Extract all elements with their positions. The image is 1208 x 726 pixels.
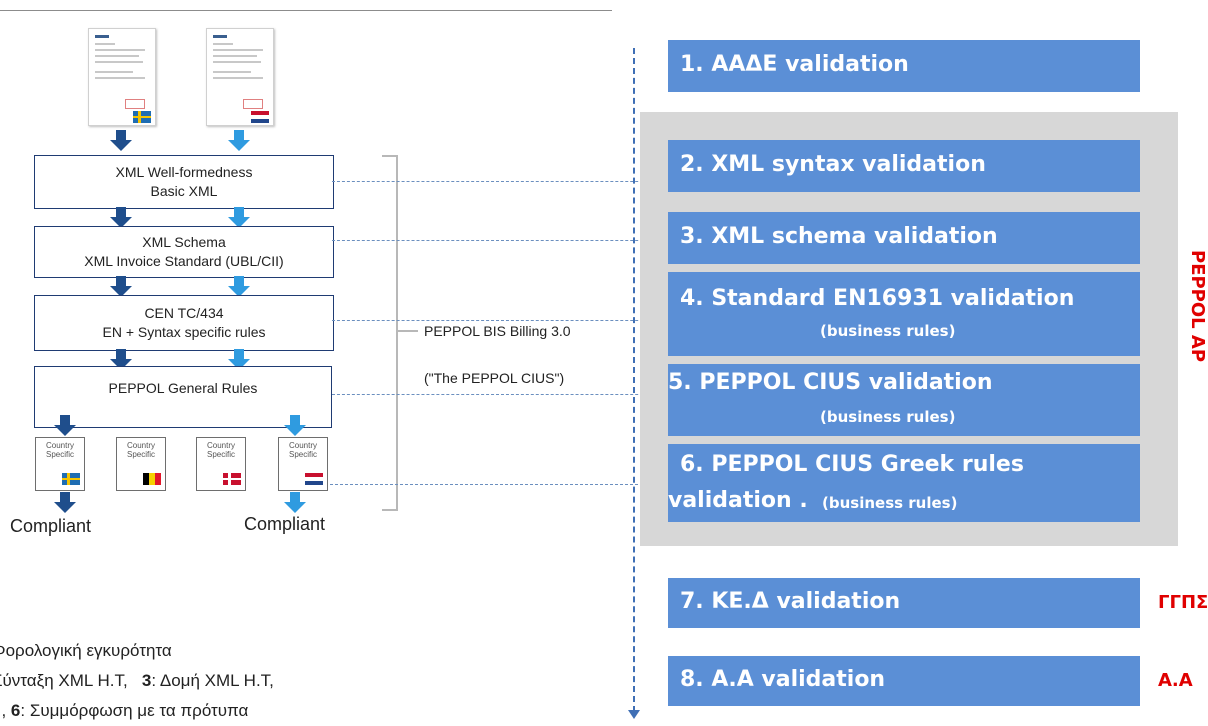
step-subtitle-2: (business rules) [822,494,958,512]
stage-peppol-general-rules: PEPPOL General Rules [34,366,332,428]
country-box-line1: Country [206,441,235,450]
country-specific-box: Country Specific [278,437,328,491]
stage-line1: XML Schema [142,234,226,250]
invoice-document-icon [88,28,156,126]
timeline-arrow-icon [628,710,640,719]
step-1-aade-validation: 1. ΑΑΔΕ validation [668,40,1140,92]
stage-xml-well-formedness: XML Well-formedness Basic XML [34,155,334,209]
step-6-greek-rules: 6. PEPPOL CIUS Greek rules validation . … [668,444,1140,522]
peppol-bis-label: PEPPOL BIS Billing 3.0 [424,323,571,339]
country-specific-box: Country Specific [196,437,246,491]
country-specific-box: Country Specific [116,437,166,491]
connector-line [330,484,668,485]
greek-notes: Φορολογική εγκυρότητα Σύνταξη XML Η.Τ, 3… [0,636,274,726]
note-line-2: Σύνταξη XML Η.Τ, 3: Δομή XML Η.Τ, [0,666,274,696]
step-2-xml-syntax: 2. XML syntax validation [668,140,1140,192]
down-arrow-icon [228,207,250,229]
step-title: 6. PEPPOL CIUS Greek rules [680,452,1024,477]
country-box-line1: Country [288,441,317,450]
belgium-flag-icon [143,473,161,485]
stage-line2: EN + Syntax specific rules [102,324,266,340]
process-timeline [633,48,635,712]
connector-line [332,181,668,182]
stage-line2: XML Invoice Standard (UBL/CII) [84,253,284,269]
connector-line [332,394,668,395]
step-5-peppol-cius: 5. PEPPOL CIUS validation (business rule… [668,364,1140,436]
country-box-line1: Country [126,441,155,450]
stage-xml-schema: XML Schema XML Invoice Standard (UBL/CII… [34,226,334,278]
compliant-label: Compliant [244,514,326,534]
peppol-ap-label: PEPPOL AP [1187,250,1208,363]
step-3-xml-schema: 3. XML schema validation [668,212,1140,264]
down-arrow-icon [54,415,76,437]
step-8-aa-validation: 8. Α.Α validation [668,656,1140,706]
step-title: 8. Α.Α validation [680,667,886,692]
down-arrow-icon [110,349,132,371]
connector-line [332,240,668,241]
down-arrow-icon [284,492,306,514]
netherlands-flag-icon [305,473,323,485]
down-arrow-icon [228,349,250,371]
step-4-en16931: 4. Standard EN16931 validation (business… [668,272,1140,356]
denmark-flag-icon [223,473,241,485]
country-box-line2: Specific [126,450,155,459]
down-arrow-icon [228,276,250,298]
down-arrow-icon [228,130,250,152]
note-line-3: , 6: Συμμόρφωση με τα πρότυπα [1,701,249,720]
compliant-label: Compliant [10,516,92,536]
sweden-flag-icon [62,473,80,485]
note-number: 3 [141,671,152,690]
country-specific-box: Country Specific [35,437,85,491]
step-subtitle: (business rules) [820,408,956,426]
invoice-document-icon [206,28,274,126]
peppol-cius-label: ("The PEPPOL CIUS") [424,370,565,386]
stage-line1: PEPPOL General Rules [108,380,258,396]
stage-line1: CEN TC/434 [144,305,224,321]
stage-line2: Basic XML [150,183,218,199]
country-box-line2: Specific [206,450,235,459]
down-arrow-icon [110,130,132,152]
ggps-label: ΓΓΠΣ [1158,592,1208,613]
country-box-line2: Specific [45,450,74,459]
country-box-line1: Country [45,441,74,450]
note-number: 6 [10,701,21,720]
step-title: 3. XML schema validation [680,224,998,249]
scope-bracket [382,155,398,511]
step-title: 5. PEPPOL CIUS validation [668,370,993,395]
down-arrow-icon [284,415,306,437]
note-text: : Συμμόρφωση με τα πρότυπα [20,701,249,720]
connector-line [332,320,668,321]
bracket-pointer [396,330,418,332]
step-title: 4. Standard EN16931 validation [680,286,1075,311]
step-title: 2. XML syntax validation [680,152,986,177]
down-arrow-icon [110,276,132,298]
down-arrow-icon [54,492,76,514]
netherlands-flag-icon [251,111,269,123]
stage-line1: XML Well-formedness [115,164,253,180]
sweden-flag-icon [133,111,151,123]
country-box-line2: Specific [288,450,317,459]
stage-cen-tc434: CEN TC/434 EN + Syntax specific rules [34,295,334,351]
top-rule [0,10,612,11]
down-arrow-icon [110,207,132,229]
note-line-1: Φορολογική εγκυρότητα [0,641,172,660]
note-text: Σύνταξη XML Η.Τ, [0,671,128,690]
aa-label: Α.Α [1158,670,1193,691]
step-subtitle: validation . [668,488,808,513]
note-text: : Δομή XML Η.Τ, [151,671,274,690]
step-title: 1. ΑΑΔΕ validation [680,52,909,77]
step-title: 7. ΚΕ.Δ validation [680,589,901,614]
step-7-ked-validation: 7. ΚΕ.Δ validation [668,578,1140,628]
step-subtitle: (business rules) [820,322,956,340]
